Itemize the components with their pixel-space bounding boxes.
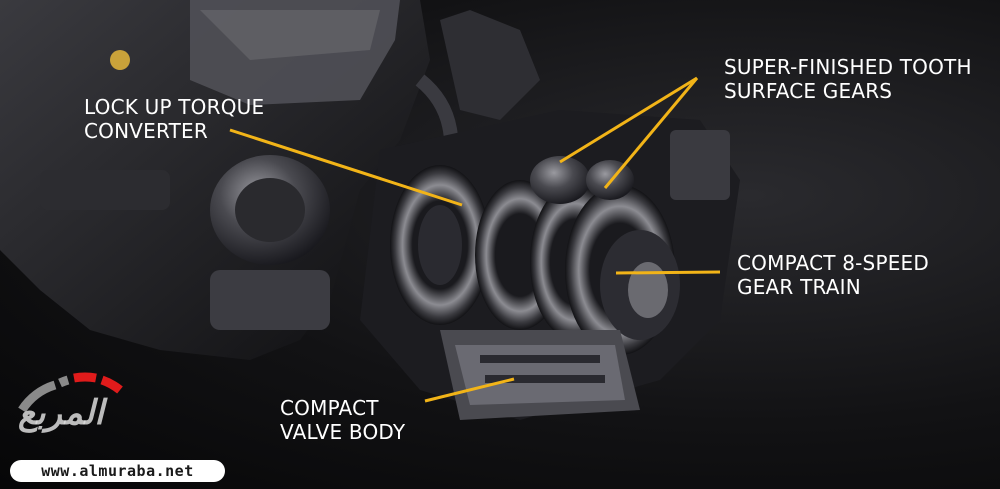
watermark-logo-text: المربع xyxy=(18,393,104,433)
lock-up-callout-line xyxy=(229,128,463,207)
lock-up-line2: CONVERTER xyxy=(84,119,208,143)
gear-train-line2: GEAR TRAIN xyxy=(737,275,861,299)
valve-body-callout-line xyxy=(424,377,515,403)
transmission-assembly xyxy=(360,110,740,420)
valve-body-label: COMPACT VALVE BODY xyxy=(280,396,405,444)
logo-arc xyxy=(18,372,123,413)
super-finished-gears-label: SUPER-FINISHED TOOTH SURFACE GEARS xyxy=(724,55,972,103)
valve-body-line1: COMPACT xyxy=(280,396,379,420)
watermark-website: www.almuraba.net xyxy=(10,460,225,482)
super-finished-callout-line-2 xyxy=(603,77,699,189)
lock-up-line1: LOCK UP TORQUE xyxy=(84,95,265,119)
super-finished-callout-line-1 xyxy=(559,76,698,164)
super-finished-line2: SURFACE GEARS xyxy=(724,79,893,103)
gear-train-label: COMPACT 8-SPEED GEAR TRAIN xyxy=(737,251,929,299)
super-finished-line1: SUPER-FINISHED TOOTH xyxy=(724,55,972,79)
gear-train-callout-line xyxy=(615,270,721,275)
lock-up-torque-converter-label: LOCK UP TORQUE CONVERTER xyxy=(84,95,264,143)
valve-body-line2: VALVE BODY xyxy=(280,420,406,444)
gear-train-line1: COMPACT 8-SPEED xyxy=(737,251,929,275)
callout-lines xyxy=(229,76,721,403)
